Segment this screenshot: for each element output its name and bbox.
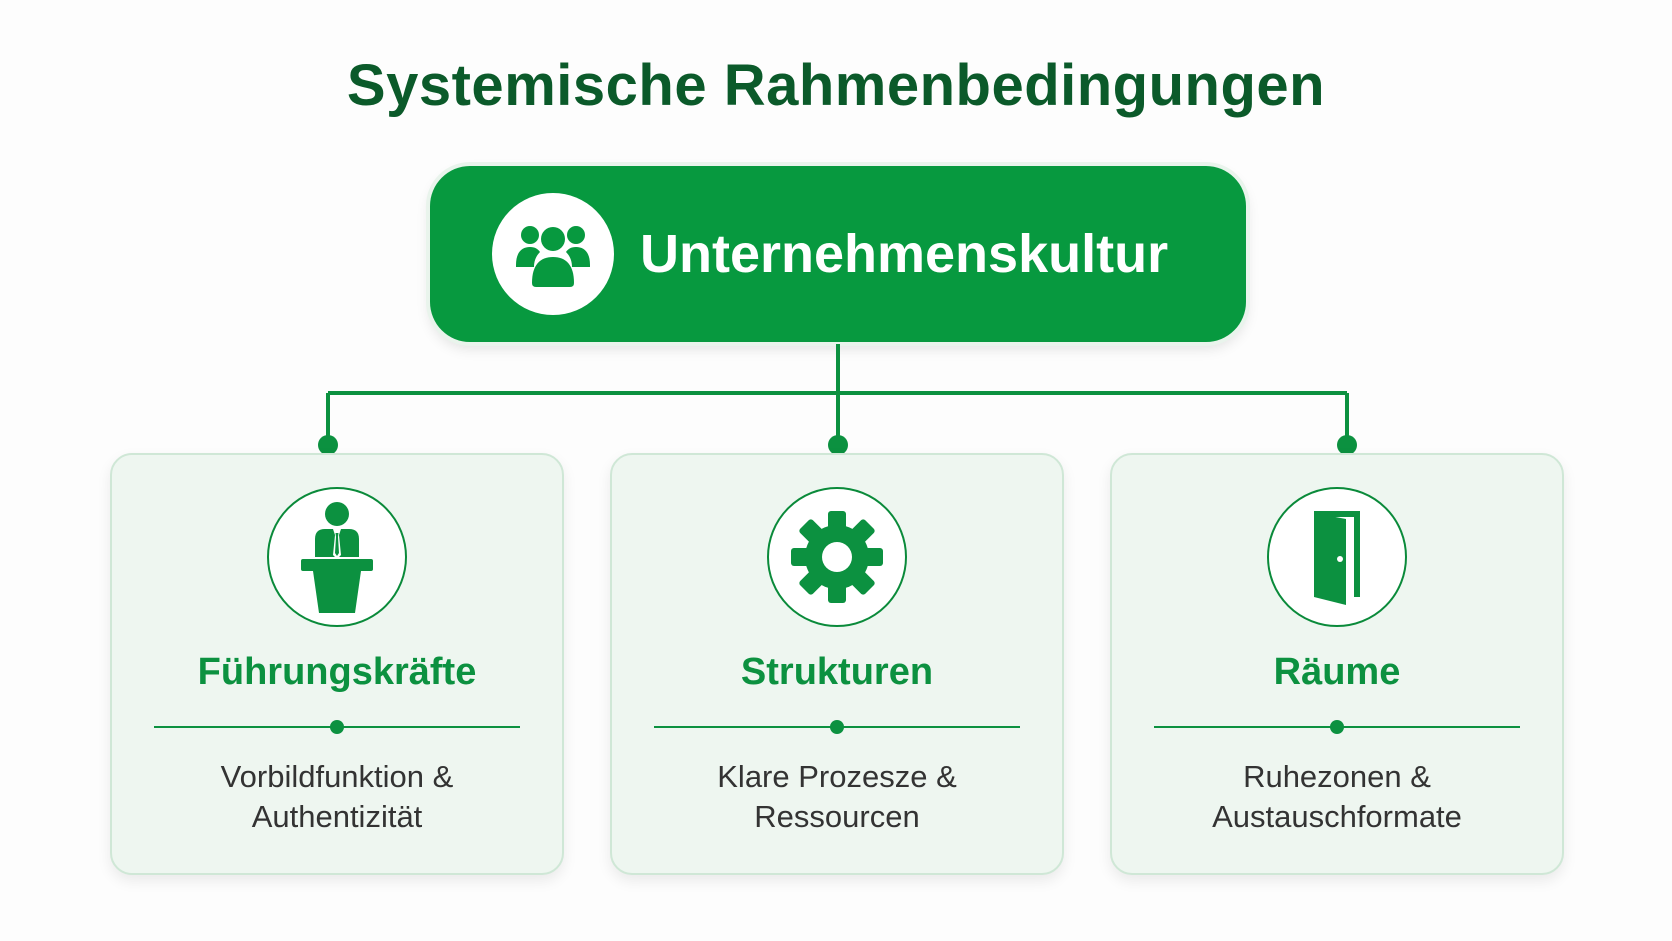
card-desc-line: Ressourcen	[754, 799, 920, 834]
diagram-title: Systemische Rahmenbedingungen	[346, 53, 1326, 118]
card-icon-circle	[1267, 487, 1407, 627]
connector-dot-right	[1337, 435, 1357, 455]
connector-dot-center	[828, 435, 848, 455]
card-divider	[654, 720, 1020, 734]
people-group-icon	[516, 226, 590, 287]
card-desc-line: Klare Prozesze &	[717, 759, 957, 794]
card-desc-line: Austauschformate	[1212, 799, 1462, 834]
root-icon-circle	[492, 193, 614, 315]
root-label: Unternehmenskultur	[640, 224, 1169, 284]
open-door-icon	[1314, 511, 1360, 605]
card-raeume: Räume Ruhezonen & Austauschformate	[1110, 453, 1564, 875]
card-desc-line: Authentizität	[251, 799, 423, 834]
card-divider	[1154, 720, 1520, 734]
card-desc-line: Vorbildfunktion &	[220, 759, 454, 794]
root-node: Unternehmenskultur	[430, 166, 1246, 342]
gear-icon	[791, 511, 883, 603]
divider-dot	[1330, 720, 1344, 734]
card-icon-circle	[267, 487, 407, 627]
card-strukturen: Strukturen Klare Prozesze & Ressourcen	[610, 453, 1064, 875]
divider-dot	[830, 720, 844, 734]
card-title: Strukturen	[740, 651, 934, 693]
card-description: Ruhezonen & Austauschformate	[1132, 757, 1542, 837]
card-desc-line: Ruhezonen &	[1243, 759, 1431, 794]
card-divider	[154, 720, 520, 734]
speaker-podium-icon	[301, 502, 373, 613]
card-description: Klare Prozesze & Ressourcen	[632, 757, 1042, 837]
card-fuehrungskraefte: Führungskräfte Vorbildfunktion & Authent…	[110, 453, 564, 875]
card-icon-circle	[767, 487, 907, 627]
divider-dot	[330, 720, 344, 734]
card-description: Vorbildfunktion & Authentizität	[132, 757, 542, 837]
card-title: Räume	[1273, 651, 1401, 693]
card-title: Führungskräfte	[197, 651, 477, 693]
connector-dot-left	[318, 435, 338, 455]
